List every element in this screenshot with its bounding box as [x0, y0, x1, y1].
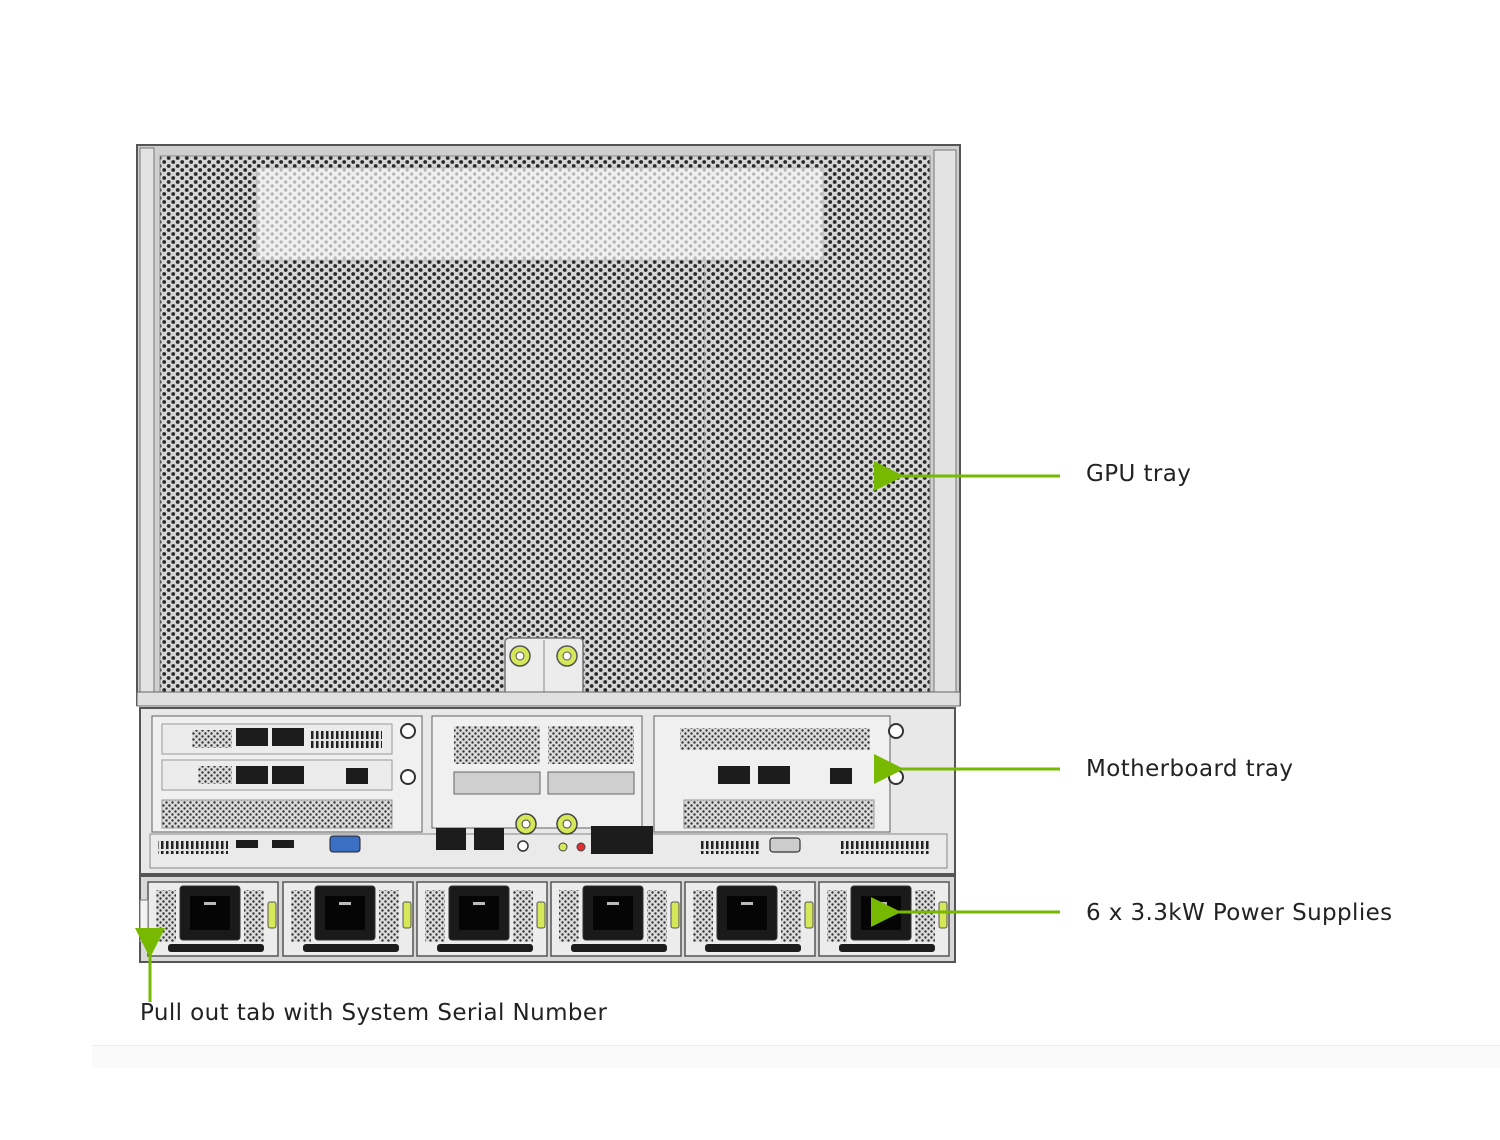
motherboard-tray-label: Motherboard tray	[1086, 756, 1294, 782]
power-supplies-label: 6 x 3.3kW Power Supplies	[1086, 900, 1393, 926]
power-supply-6	[818, 881, 950, 957]
pull-tab-label: Pull out tab with System Serial Number	[140, 1000, 608, 1026]
motherboard-tray	[139, 707, 956, 875]
power-supplies	[139, 875, 956, 963]
power-supply-2	[282, 881, 414, 957]
gpu-tray-label: GPU tray	[1086, 461, 1192, 487]
serial-pull-tab	[139, 899, 149, 943]
footer-divider	[92, 1045, 1500, 1068]
power-supply-4	[550, 881, 682, 957]
power-supply-1	[147, 881, 279, 957]
power-supply-5	[684, 881, 816, 957]
gpu-tray	[136, 144, 961, 707]
power-supply-3	[416, 881, 548, 957]
